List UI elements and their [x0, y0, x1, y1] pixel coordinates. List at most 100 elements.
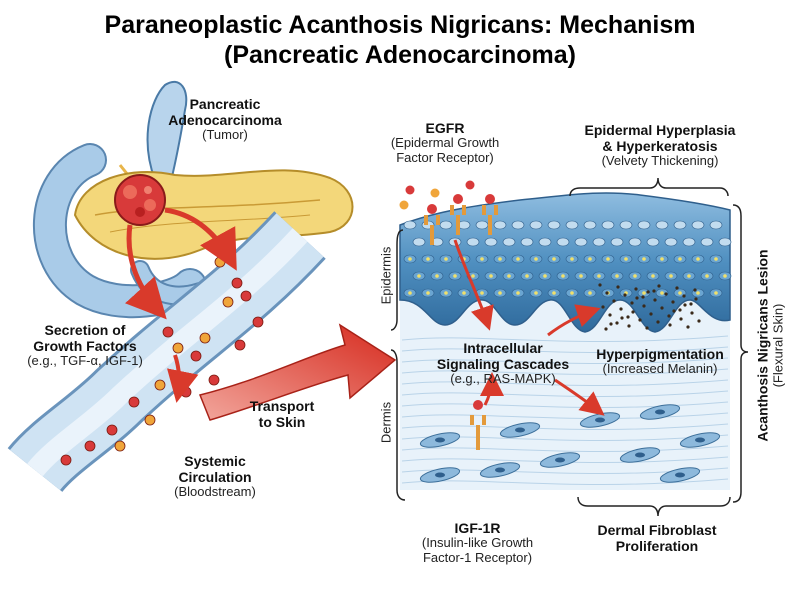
- epidermal-cell: [655, 220, 669, 230]
- particle: [222, 296, 234, 308]
- cell-nucleus: [687, 274, 691, 278]
- igf1r-label: IGF-1R (Insulin-like Growth Factor-1 Rec…: [395, 520, 560, 566]
- epidermal-cell: [484, 237, 498, 247]
- lesion-label-sub: (Flexural Skin): [770, 303, 786, 388]
- cell-nucleus: [471, 274, 475, 278]
- cell-nucleus: [417, 274, 421, 278]
- epidermal-cell: [412, 237, 426, 247]
- epidermal-cell: [466, 237, 480, 247]
- cell-nucleus: [498, 257, 502, 261]
- particle: [172, 342, 184, 354]
- cell-nucleus: [552, 291, 556, 295]
- fibroblast-nucleus: [675, 472, 685, 478]
- fibroblast-nucleus: [435, 472, 445, 478]
- melanin-granule: [609, 322, 613, 326]
- cell-nucleus: [669, 274, 673, 278]
- transport-arrow: [198, 323, 397, 421]
- epidermal-cell: [403, 220, 417, 230]
- cascades-label-sub: (e.g., RAS-MAPK): [450, 371, 556, 387]
- cascades-label-line2: Signaling Cascades: [436, 356, 570, 373]
- melanin-granule: [652, 289, 656, 293]
- fibroblast-nucleus: [435, 437, 445, 443]
- secretion-label-sub: (e.g., TGF-α, IGF-1): [27, 353, 143, 369]
- egfr-receptors: [399, 180, 498, 245]
- ligand-particle: [405, 185, 415, 195]
- epidermis-bracket: [390, 229, 404, 331]
- cell-nucleus: [714, 291, 718, 295]
- cell-nucleus: [444, 257, 448, 261]
- cell-nucleus: [426, 257, 430, 261]
- melanin-granule: [649, 312, 653, 316]
- fibroblast-nucleus: [595, 417, 605, 423]
- cell-nucleus: [597, 274, 601, 278]
- igf1r-label-sub2: Factor-1 Receptor): [422, 550, 533, 566]
- hyperpigmentation-label-sub: (Increased Melanin): [602, 361, 718, 377]
- particle: [84, 440, 96, 452]
- epidermis-label: Epidermis: [378, 246, 394, 305]
- igf1r-label-sub1: (Insulin-like Growth: [421, 535, 534, 551]
- epidermal-cell: [673, 220, 687, 230]
- cell-nucleus: [660, 291, 664, 295]
- egfr-receptor: [450, 194, 466, 235]
- epidermal-cell: [556, 237, 570, 247]
- lesion-bracket: [732, 204, 749, 503]
- cell-nucleus: [705, 274, 709, 278]
- epidermal-cell: [601, 220, 615, 230]
- cell-nucleus: [516, 257, 520, 261]
- title-line-1: Paraneoplastic Acanthosis Nigricans: Mec…: [104, 11, 696, 39]
- melanin-granule: [635, 296, 639, 300]
- arrow-cascade-to-hyperplasia: [547, 304, 601, 337]
- cell-nucleus: [588, 257, 592, 261]
- epidermal-cell: [511, 220, 525, 230]
- melanin-granule: [689, 302, 693, 306]
- cascades-label-line1: Intracellular: [463, 340, 543, 356]
- cell-nucleus: [489, 274, 493, 278]
- egfr-label-title: EGFR: [425, 120, 465, 136]
- epidermal-cell: [700, 237, 714, 247]
- epidermal-cell: [574, 237, 588, 247]
- igf1r-receptor: [470, 400, 486, 450]
- cell-nucleus: [633, 274, 637, 278]
- melanin-granule: [601, 305, 605, 309]
- fibroblast-nucleus: [655, 409, 665, 415]
- melanin-granule: [697, 319, 701, 323]
- cell-nucleus: [534, 291, 538, 295]
- epidermal-cell: [709, 220, 723, 230]
- melanin-granule: [694, 297, 698, 301]
- melanin-granule: [619, 307, 623, 311]
- epidermal-cell: [628, 237, 642, 247]
- cell-nucleus: [723, 274, 727, 278]
- fibroblast-nucleus: [495, 467, 505, 473]
- epidermal-cell: [664, 237, 678, 247]
- arrow-receptor-to-cascade: [453, 239, 494, 331]
- cell-nucleus: [561, 274, 565, 278]
- particle: [252, 316, 264, 328]
- cell-nucleus: [444, 291, 448, 295]
- melanin-granule: [653, 298, 657, 302]
- melanin-granule: [683, 303, 687, 307]
- particle: [106, 424, 118, 436]
- cell-nucleus: [651, 274, 655, 278]
- particle: [128, 396, 140, 408]
- particle: [208, 374, 220, 386]
- epidermal-cell: [637, 220, 651, 230]
- transport-label: Transport to Skin: [232, 398, 332, 430]
- fibroblast-bracket: [577, 496, 731, 517]
- tumor-label: Pancreatic Adenocarcinoma (Tumor): [160, 96, 290, 143]
- cell-nucleus: [642, 257, 646, 261]
- fiber: [401, 357, 729, 365]
- fibroblast-nucleus: [555, 457, 565, 463]
- melanin-granule: [608, 313, 612, 317]
- cell-nucleus: [714, 257, 718, 261]
- particle: [240, 290, 252, 302]
- epidermal-cell: [691, 220, 705, 230]
- melanin-granule: [641, 295, 645, 299]
- melanin-granule: [660, 306, 664, 310]
- melanin-granule: [656, 320, 660, 324]
- particle: [114, 440, 126, 452]
- fiber: [401, 379, 729, 387]
- melanin-granule: [679, 317, 683, 321]
- egfr-receptor: [424, 204, 440, 245]
- circulation-label-line1: Systemic: [184, 453, 246, 469]
- melanin-granule: [598, 283, 602, 287]
